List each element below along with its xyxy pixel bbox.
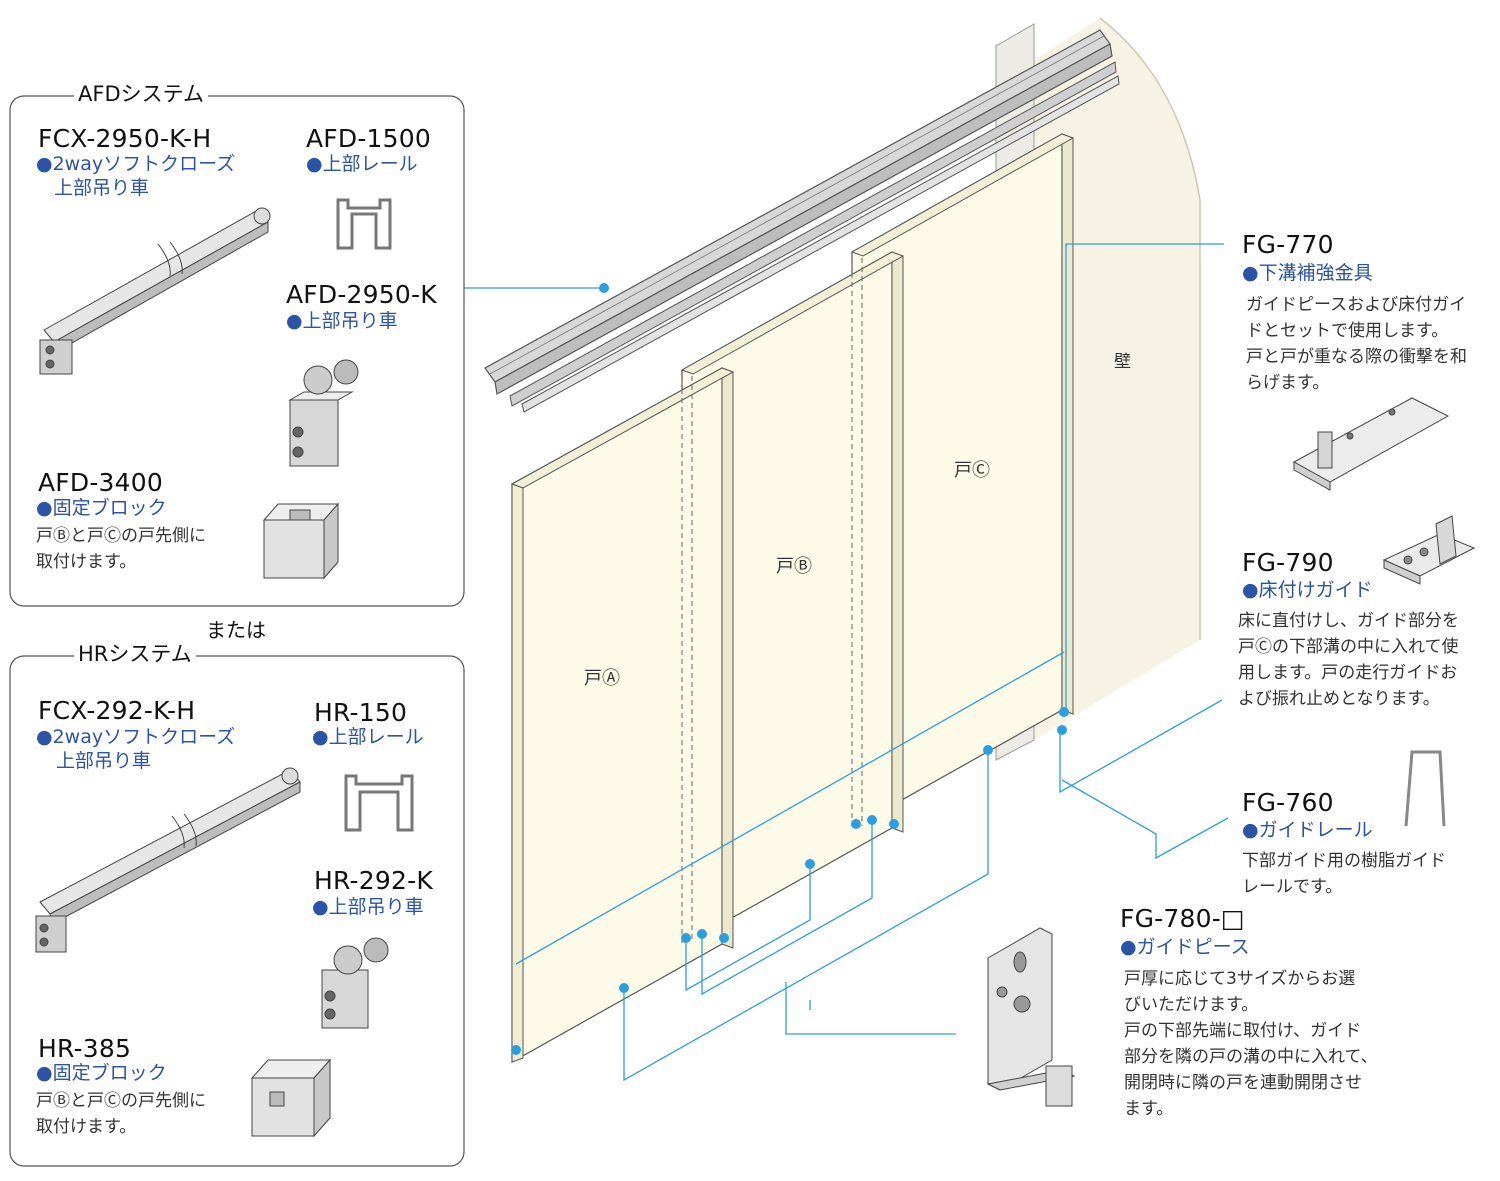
afd-2950-k-hanger-illustration xyxy=(288,359,359,467)
hr-292-k-hanger-illustration xyxy=(321,937,389,1029)
hr-panel-border xyxy=(9,655,465,1167)
part-code-fcx-2950-k-h: FCX-2950-K-H xyxy=(38,124,212,153)
part-code-afd-3400: AFD-3400 xyxy=(38,468,163,497)
part-desc-afd-3400-line1: 戸Ⓑと戸Ⓒの戸先側に xyxy=(36,526,206,546)
door-c-shape xyxy=(850,132,1075,830)
part-feature2-fcx-292-k-h: 上部吊り車 xyxy=(56,750,152,772)
afd-3400-block-illustration xyxy=(262,502,340,580)
door-a-shape xyxy=(510,366,735,1064)
part-desc-fg-780-line3: 戸の下部先端に取付け、ガイド xyxy=(1124,1021,1362,1041)
part-code-fg-770: FG-770 xyxy=(1242,230,1334,259)
or-label: または xyxy=(206,618,266,642)
part-desc-fg-790-line2: 戸Ⓒの下部溝の中に入れて使 xyxy=(1238,637,1459,657)
part-desc-fg-770-line3: 戸と戸が重なる際の衝撃を和 xyxy=(1246,347,1467,367)
part-code-fg-790: FG-790 xyxy=(1242,548,1334,577)
part-code-fcx-292-k-h: FCX-292-K-H xyxy=(38,696,196,725)
part-desc-fg-790-line1: 床に直付けし、ガイド部分を xyxy=(1238,611,1459,631)
part-feature-hr-385: ●固定ブロック xyxy=(36,1062,167,1084)
part-feature-hr-292-k: ●上部吊り車 xyxy=(312,896,424,918)
part-feature-afd-3400: ●固定ブロック xyxy=(36,497,167,519)
door-a-label: 戸Ⓐ xyxy=(584,668,620,689)
hr-385-block-illustration xyxy=(250,1058,332,1138)
door-b-label: 戸Ⓑ xyxy=(776,556,812,577)
part-feature-afd-1500: ●上部レール xyxy=(306,153,418,175)
part-feature-afd-2950-k: ●上部吊り車 xyxy=(286,310,398,332)
part-feature-fcx-2950-k-h: ●2wayソフトクローズ xyxy=(36,153,236,175)
part-code-fg-780: FG-780-□ xyxy=(1120,904,1245,933)
part-code-afd-2950-k: AFD-2950-K xyxy=(286,280,437,309)
top-rail xyxy=(484,29,1120,413)
part-desc-fg-770-line2: ドとセットで使用します。 xyxy=(1246,321,1449,341)
callout-lines xyxy=(464,243,1229,1082)
part-desc-fg-760-line1: 下部ガイド用の樹脂ガイド xyxy=(1242,851,1446,871)
part-feature-fg-770: ●下溝補強金具 xyxy=(1242,262,1373,284)
part-code-hr-292-k: HR-292-K xyxy=(314,866,433,895)
fcx-292-roller-illustration xyxy=(35,767,301,953)
door-c-label: 戸Ⓒ xyxy=(954,460,990,481)
part-desc-fg-780-line5: 開閉時に隣の戸を連動開閉させ xyxy=(1124,1073,1362,1093)
afd-panel-border xyxy=(9,95,465,607)
part-desc-fg-780-line1: 戸厚に応じて3サイズからお選 xyxy=(1124,969,1356,989)
part-code-hr-385: HR-385 xyxy=(38,1034,132,1063)
part-feature-fg-780: ●ガイドピース xyxy=(1120,936,1250,958)
fg-770-fitting-illustration xyxy=(1292,397,1450,491)
hr-150-rail-profile xyxy=(344,774,414,832)
part-desc-fg-790-line3: 用します。戸の走行ガイドお xyxy=(1238,663,1458,683)
part-desc-fg-790-line4: よび振れ止めとなります。 xyxy=(1238,689,1440,709)
part-feature-fg-790: ●床付けガイド xyxy=(1242,579,1373,601)
door-b-shape xyxy=(680,250,905,948)
fg-790-guide-illustration xyxy=(1382,515,1476,585)
part-desc-hr-385-line2: 取付けます。 xyxy=(36,1117,137,1137)
part-code-fg-760: FG-760 xyxy=(1242,788,1334,817)
part-feature-fg-760: ●ガイドレール xyxy=(1242,819,1373,841)
part-desc-fg-770-line4: らげます。 xyxy=(1246,373,1330,393)
afd-1500-rail-profile xyxy=(336,198,392,250)
part-code-afd-1500: AFD-1500 xyxy=(306,124,431,153)
fg-780-piece-illustration xyxy=(986,927,1076,1107)
part-desc-fg-780-line4: 部分を隣の戸の溝の中に入れて、 xyxy=(1124,1047,1378,1067)
part-desc-fg-780-line2: びいただけます。 xyxy=(1124,995,1259,1015)
fg-760-rail-illustration xyxy=(1404,750,1446,827)
wall-label: 壁 xyxy=(1114,352,1131,372)
part-feature2-fcx-2950-k-h: 上部吊り車 xyxy=(54,177,150,199)
part-feature-hr-150: ●上部レール xyxy=(312,726,424,748)
part-desc-fg-780-line6: ます。 xyxy=(1124,1099,1174,1119)
callout-dots xyxy=(511,283,1069,1055)
part-desc-afd-3400-line2: 取付けます。 xyxy=(36,552,137,572)
hr-system-title: HRシステム xyxy=(74,642,196,668)
part-desc-fg-770-line1: ガイドピースおよび床付ガイ xyxy=(1246,295,1467,315)
part-desc-fg-760-line2: レールです。 xyxy=(1242,877,1343,897)
fcx-2950-roller-illustration xyxy=(39,207,271,375)
part-desc-hr-385-line1: 戸Ⓑと戸Ⓒの戸先側に xyxy=(36,1091,206,1111)
afd-system-title: AFDシステム xyxy=(74,82,208,108)
part-code-hr-150: HR-150 xyxy=(314,698,408,727)
part-feature-fcx-292-k-h: ●2wayソフトクローズ xyxy=(36,726,236,748)
